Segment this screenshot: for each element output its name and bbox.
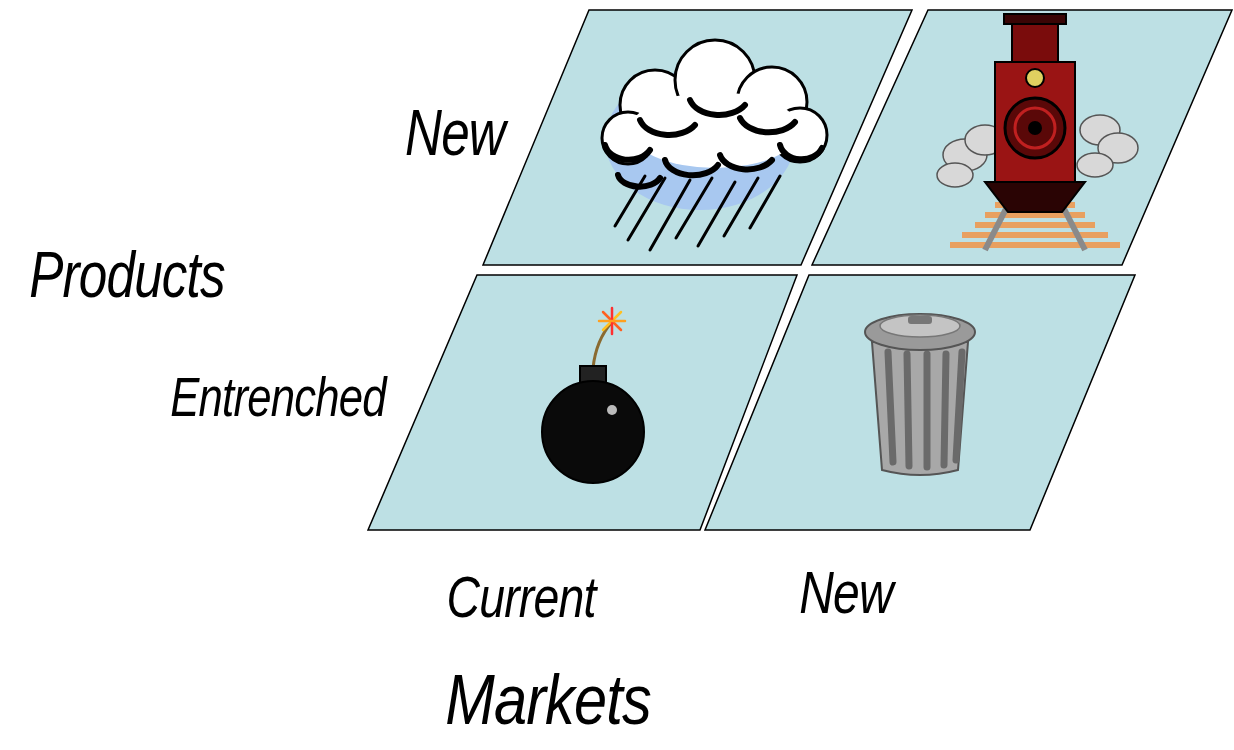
axis-value-label: New [799,563,893,623]
can-rib [888,352,893,462]
axis-value-label: New [405,101,505,165]
cloud-arc [640,120,695,135]
headlight [1026,69,1044,87]
locomotive-body [995,62,1075,182]
cloud-body [630,92,800,168]
rain-lines [615,176,780,250]
cloud-arc [740,118,795,132]
boiler-front [1005,98,1065,158]
smoke-puff [1077,153,1113,177]
lid-handle [908,316,932,324]
bomb-body [542,381,644,483]
rain-line [698,182,735,246]
can-rib [907,354,909,466]
rail-tie [975,222,1095,228]
cloud-core [630,92,800,168]
cloud-arc [665,160,718,175]
axis-value-label: Entrenched [170,369,386,425]
rain-line [650,180,690,250]
fuse-spark [599,308,625,334]
cloud-arc [618,175,660,187]
can-lid-top [880,315,960,337]
can-rib [956,352,962,460]
axis-value-label: Current [446,568,595,626]
boiler-hub [1028,121,1042,135]
rain-cloud-icon [602,40,827,250]
rain-line [724,178,758,236]
can-body [872,342,968,475]
chimney-cap [1004,14,1066,24]
axis-title: Products [29,243,225,307]
spark-ray [599,320,625,323]
cloud-arc [720,155,772,169]
axis-title: Markets [445,665,651,735]
bomb-highlight [607,405,617,415]
cloud-arcs [605,100,822,187]
can-rib [944,354,946,465]
cloud-arc [690,100,745,115]
quadrant-panels [368,10,1232,530]
boiler-ring [1015,108,1055,148]
can-ribs [888,352,962,467]
trash-can-icon [865,314,975,475]
locomotive-icon [937,14,1138,250]
quadrant-panel [705,275,1135,530]
rail-tie [950,242,1120,248]
cowcatcher [985,182,1085,212]
smoke-puff [937,163,973,187]
quadrant-panel [812,10,1232,265]
can-lid [865,314,975,350]
rain-line [750,176,780,228]
can-rib [924,354,931,467]
bomb-icon [542,308,644,483]
cloud-arc [605,145,650,160]
rail-tie [962,232,1108,238]
cloud-arc [780,145,822,159]
